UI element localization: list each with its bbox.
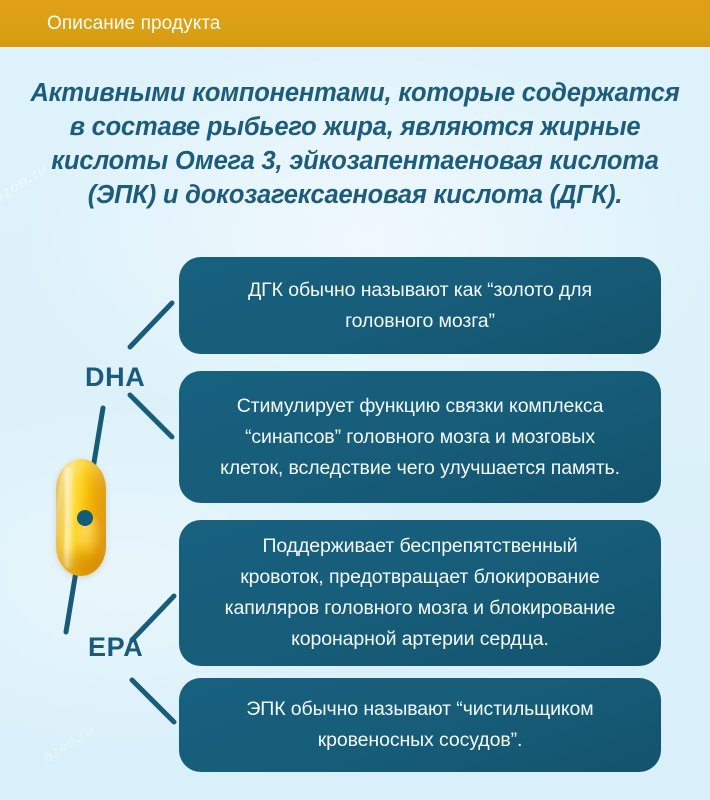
content-line: ЭПК обычно называют “чистильщиком bbox=[246, 698, 594, 720]
page-title: Описание продукта bbox=[47, 13, 221, 34]
watermark-text: ozon.ru bbox=[40, 720, 98, 766]
connector-line-box-4 bbox=[129, 677, 177, 725]
connector-line-box-1 bbox=[127, 300, 175, 350]
capsule-shadow bbox=[60, 543, 102, 573]
content-line: кровеносных сосудов”. bbox=[317, 729, 523, 751]
intro-line: Активными компонентами, которые содержат… bbox=[30, 79, 680, 107]
label-epa: EPA bbox=[88, 632, 144, 662]
content-line: ДГК обычно называют как “золото для bbox=[248, 278, 592, 301]
content-box-epa-1: Поддерживает беспрепятственный кровоток,… bbox=[179, 520, 661, 666]
content-line: капиляров головного мозга и блокирование bbox=[224, 597, 616, 619]
content-line: Стимулирует функцию связки комплекса bbox=[236, 394, 604, 417]
header-bar: Описание продукта bbox=[0, 0, 710, 47]
content-line: Поддерживает беспрепятственный bbox=[262, 535, 578, 557]
content-line: головного мозга” bbox=[345, 309, 495, 332]
content-box-dha-1: ДГК обычно называют как “золото для голо… bbox=[179, 257, 661, 354]
fish-oil-capsule-icon bbox=[56, 459, 106, 576]
content-line: коронарной артерии сердца. bbox=[291, 628, 549, 650]
content-box-text: ЭПК обычно называют “чистильщиком кровен… bbox=[246, 694, 593, 756]
content-box-text: Стимулирует функцию связки комплекса “си… bbox=[220, 391, 620, 484]
intro-line: (ЭПК) и докозагексаеновая кислота (ДГК). bbox=[87, 181, 623, 209]
content-box-dha-2: Стимулирует функцию связки комплекса “си… bbox=[179, 371, 661, 503]
content-box-epa-2: ЭПК обычно называют “чистильщиком кровен… bbox=[179, 678, 661, 772]
intro-line: кислоты Омега 3, эйкозапентаеновая кисло… bbox=[51, 147, 659, 175]
content-line: клеток, вследствие чего улучшается памят… bbox=[220, 456, 620, 479]
capsule-highlight bbox=[65, 467, 74, 568]
label-dha: DHA bbox=[85, 362, 146, 392]
intro-line: в составе рыбьего жира, являются жирные bbox=[69, 113, 641, 141]
content-line: кровоток, предотвращает блокирование bbox=[240, 566, 600, 588]
intro-paragraph: Активными компонентами, которые содержат… bbox=[18, 76, 692, 212]
content-box-text: Поддерживает беспрепятственный кровоток,… bbox=[225, 531, 616, 655]
content-line: “синапсов” головного мозга и мозговых bbox=[244, 425, 595, 448]
connector-line-box-2 bbox=[127, 392, 175, 440]
content-box-text: ДГК обычно называют как “золото для голо… bbox=[248, 275, 592, 337]
